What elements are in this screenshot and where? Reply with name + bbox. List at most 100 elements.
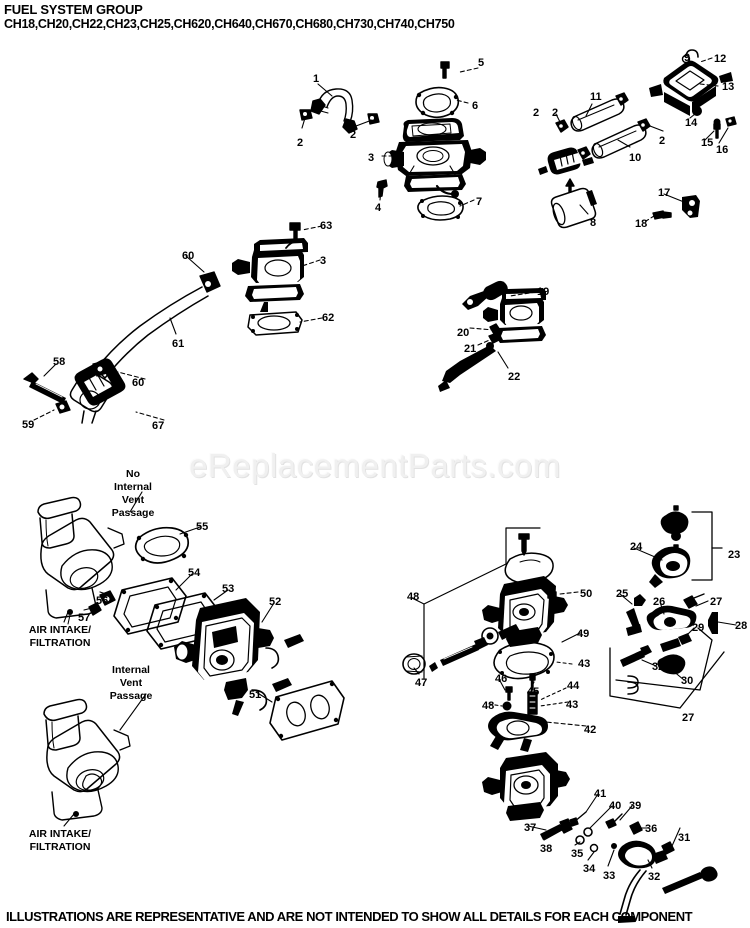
model-list: CH18,CH20,CH22,CH23,CH25,CH620,CH640,CH6… — [4, 17, 455, 31]
callout-number-40[interactable]: 40 — [609, 800, 622, 812]
callout-number-27[interactable]: 27 — [710, 596, 723, 608]
callout-number-25[interactable]: 25 — [616, 588, 629, 600]
callout-number-39[interactable]: 39 — [629, 800, 642, 812]
callout-number-9[interactable]: 9 — [684, 52, 691, 64]
callout-number-13[interactable]: 13 — [722, 81, 735, 93]
callout-number-49[interactable]: 49 — [577, 628, 590, 640]
part-linkage-30 — [620, 645, 686, 675]
callout-number-47[interactable]: 47 — [415, 677, 428, 689]
leader-lines — [33, 57, 737, 869]
part-washer-40 — [583, 827, 593, 837]
callout-number-2[interactable]: 2 — [533, 107, 540, 119]
part-screw-50b — [547, 591, 557, 611]
callout-number-36[interactable]: 36 — [645, 823, 658, 835]
part-screw-27 — [683, 593, 705, 609]
callout-number-60[interactable]: 60 — [182, 250, 195, 262]
callout-number-17[interactable]: 17 — [658, 187, 671, 199]
callout-number-60[interactable]: 60 — [132, 377, 145, 389]
callout-number-11[interactable]: 11 — [590, 91, 602, 103]
callout-number-53[interactable]: 53 — [222, 583, 235, 595]
callout-number-18[interactable]: 18 — [635, 218, 648, 230]
callout-number-50[interactable]: 50 — [580, 588, 593, 600]
callout-number-3[interactable]: 3 — [368, 152, 375, 164]
callout-number-14[interactable]: 14 — [685, 117, 698, 129]
callout-number-15[interactable]: 15 — [701, 137, 714, 149]
callout-number-44[interactable]: 44 — [567, 680, 580, 692]
callout-number-6[interactable]: 6 — [472, 100, 479, 112]
part-linkage-41 — [569, 811, 587, 827]
callout-number-48[interactable]: 48 — [482, 700, 495, 712]
callout-number-58[interactable]: 58 — [53, 356, 66, 368]
callout-number-8[interactable]: 8 — [590, 217, 597, 229]
callout-number-61[interactable]: 61 — [172, 338, 185, 350]
callout-number-5[interactable]: 5 — [478, 57, 485, 69]
callout-number-62[interactable]: 62 — [322, 312, 335, 324]
part-governor-32 — [618, 840, 668, 923]
callout-number-22[interactable]: 22 — [508, 371, 521, 383]
part-fuel-solenoid-8b — [550, 187, 597, 229]
callout-number-12[interactable]: 12 — [714, 53, 727, 65]
part-nut-14 — [692, 106, 702, 116]
callout-number-10[interactable]: 10 — [629, 152, 642, 164]
bracket-48-upper — [423, 527, 541, 679]
callout-number-42[interactable]: 42 — [584, 724, 597, 736]
part-spring-29 — [660, 633, 692, 652]
part-choke-plate-24 — [649, 546, 691, 588]
callout-number-35[interactable]: 35 — [571, 848, 584, 860]
callout-number-38[interactable]: 38 — [540, 843, 553, 855]
part-tube-11 — [570, 98, 625, 132]
callout-number-32[interactable]: 32 — [648, 871, 661, 883]
callout-number-54[interactable]: 54 — [188, 567, 201, 579]
callout-number-24[interactable]: 24 — [630, 541, 643, 553]
part-fuel-hose-1 — [310, 88, 358, 134]
callout-number-37[interactable]: 37 — [524, 822, 537, 834]
part-spring-32b — [627, 675, 639, 695]
callout-number-28[interactable]: 28 — [735, 620, 748, 632]
callout-number-30[interactable]: 30 — [681, 675, 694, 687]
callout-number-2[interactable]: 2 — [297, 137, 304, 149]
callout-number-34[interactable]: 34 — [583, 863, 596, 875]
callout-number-2[interactable]: 2 — [552, 107, 559, 119]
callout-number-2[interactable]: 2 — [350, 129, 357, 141]
part-carburetor-body-bottom — [482, 752, 570, 821]
part-screw-4 — [376, 179, 388, 198]
callout-number-19[interactable]: 19 — [537, 286, 550, 298]
callout-number-48[interactable]: 48 — [407, 591, 420, 603]
callout-number-31[interactable]: 31 — [678, 832, 691, 844]
part-float-49 — [504, 552, 554, 584]
callout-number-20[interactable]: 20 — [457, 327, 470, 339]
callout-number-26[interactable]: 26 — [653, 596, 666, 608]
part-clip-31 — [661, 841, 675, 855]
callout-number-57[interactable]: 57 — [78, 612, 91, 624]
callout-number-63[interactable]: 63 — [320, 220, 333, 232]
callout-number-7[interactable]: 7 — [476, 196, 483, 208]
callout-number-2[interactable]: 2 — [659, 135, 666, 147]
callout-number-55[interactable]: 55 — [196, 521, 209, 533]
callout-number-52[interactable]: 52 — [269, 596, 282, 608]
callout-number-16[interactable]: 16 — [716, 144, 729, 156]
callout-number-27[interactable]: 27 — [682, 712, 695, 724]
part-carburetor-3 — [383, 118, 486, 198]
callout-number-23[interactable]: 23 — [728, 549, 741, 561]
part-spring-25 — [626, 594, 646, 636]
part-clamp-2-left — [299, 109, 313, 121]
callout-number-56[interactable]: 56 — [96, 595, 109, 607]
callout-number-4[interactable]: 4 — [375, 202, 382, 214]
callout-number-67[interactable]: 67 — [152, 420, 165, 432]
callout-number-59[interactable]: 59 — [22, 419, 35, 431]
callout-number-45[interactable]: 45 — [527, 686, 540, 698]
part-gasket-7 — [417, 195, 464, 221]
callout-number-43[interactable]: 43 — [578, 658, 591, 670]
callout-number-43[interactable]: 43 — [566, 699, 579, 711]
callout-number-41[interactable]: 41 — [594, 788, 607, 800]
callout-number-3[interactable]: 3 — [320, 255, 327, 267]
callout-number-46[interactable]: 46 — [495, 673, 508, 685]
part-washer-35 — [575, 835, 585, 845]
callout-number-21[interactable]: 21 — [464, 343, 477, 355]
callout-number-32[interactable]: 32 — [652, 661, 665, 673]
callout-number-51[interactable]: 51 — [249, 689, 262, 701]
callout-number-29[interactable]: 29 — [692, 622, 705, 634]
callout-number-33[interactable]: 33 — [603, 870, 616, 882]
callout-number-1[interactable]: 1 — [313, 73, 320, 85]
part-stud-5 — [440, 61, 450, 79]
